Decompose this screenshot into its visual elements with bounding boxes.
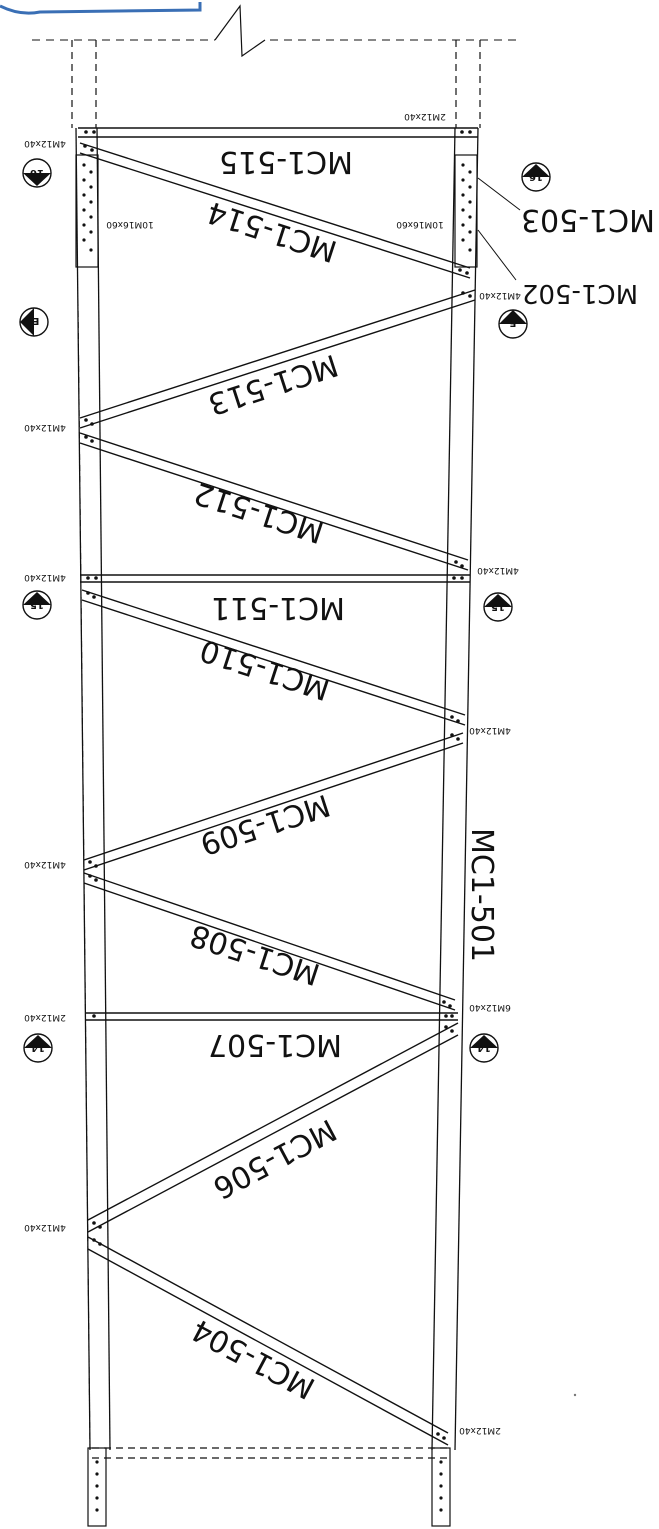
break-symbol [214, 4, 266, 58]
label-mc1-501: MC1-501 [464, 828, 499, 962]
label-mc1-503: MC1-503 [521, 202, 655, 237]
svg-text:16: 16 [529, 171, 543, 182]
base-plate [87, 1447, 452, 1527]
base-bolts [95, 1460, 443, 1512]
section-marker-16-left: 16 [22, 158, 52, 188]
label-mc1-511: MC1-511 [211, 590, 345, 625]
label-mc1-509: MC1-509 [196, 787, 334, 862]
stray-mark [573, 1393, 577, 1397]
svg-text:14: 14 [477, 1042, 491, 1053]
label-mc1-512: MC1-512 [190, 475, 328, 550]
bolt-callout-511-left: 4M12x40 [24, 572, 66, 582]
label-mc1-515: MC1-515 [219, 144, 353, 179]
bolt-callout-509-right: 4M12x40 [469, 725, 511, 735]
column-top-dashed [71, 40, 481, 128]
bolt-callout-507-left: 2M12x40 [24, 1012, 66, 1022]
splice-plate-bolts [82, 163, 472, 252]
label-mc1-510: MC1-510 [196, 632, 334, 707]
section-marker-e-right: E [498, 309, 528, 339]
bolt-callout-splice-left: 10M16x60 [106, 219, 154, 229]
bolt-callout-506-left: 4M12x40 [24, 1222, 66, 1232]
svg-text:14: 14 [31, 1042, 45, 1053]
bolt-callout-509-left: 4M12x40 [24, 859, 66, 869]
bolt-callout-top-right: 2M12x40 [404, 111, 446, 121]
leader-lines [477, 177, 521, 281]
section-marker-16-right: 16 [521, 162, 551, 192]
connection-bolts [83, 130, 472, 1440]
section-marker-15-left: 15 [22, 590, 52, 620]
bolt-callout-splice-right: 10M16x60 [396, 219, 444, 229]
svg-text:15: 15 [491, 601, 505, 612]
bolt-callout-511-right: 4M12x40 [477, 565, 519, 575]
left-column [75, 127, 111, 1451]
section-marker-15-right: 15 [483, 592, 513, 622]
bolt-callout-513-right: 4M12x40 [479, 290, 521, 300]
section-marker-14-right: 14 [469, 1033, 499, 1063]
svg-text:15: 15 [30, 599, 44, 610]
bolt-callout-top-left: 4M12x40 [24, 138, 66, 148]
section-marker-14-left: 14 [23, 1033, 53, 1063]
svg-text:E: E [509, 317, 516, 328]
label-mc1-504: MC1-504 [186, 1311, 321, 1405]
label-mc1-502: MC1-502 [522, 278, 638, 308]
label-mc1-508: MC1-508 [186, 917, 324, 992]
svg-text:E: E [32, 315, 39, 326]
bolt-callout-504-right: 2M12x40 [459, 1425, 501, 1435]
label-mc1-513: MC1-513 [204, 347, 342, 422]
right-column [431, 127, 479, 1451]
diagonal-braces [79, 142, 476, 1446]
bolt-callout-513-left: 4M12x40 [24, 422, 66, 432]
svg-text:16: 16 [30, 167, 44, 178]
section-marker-e-left: E [19, 307, 49, 337]
label-mc1-507: MC1-507 [208, 1027, 342, 1062]
logo-fragment [0, 2, 202, 15]
horizontal-struts [78, 127, 478, 1021]
bolt-callout-507-right: 6M12x40 [469, 1002, 511, 1012]
